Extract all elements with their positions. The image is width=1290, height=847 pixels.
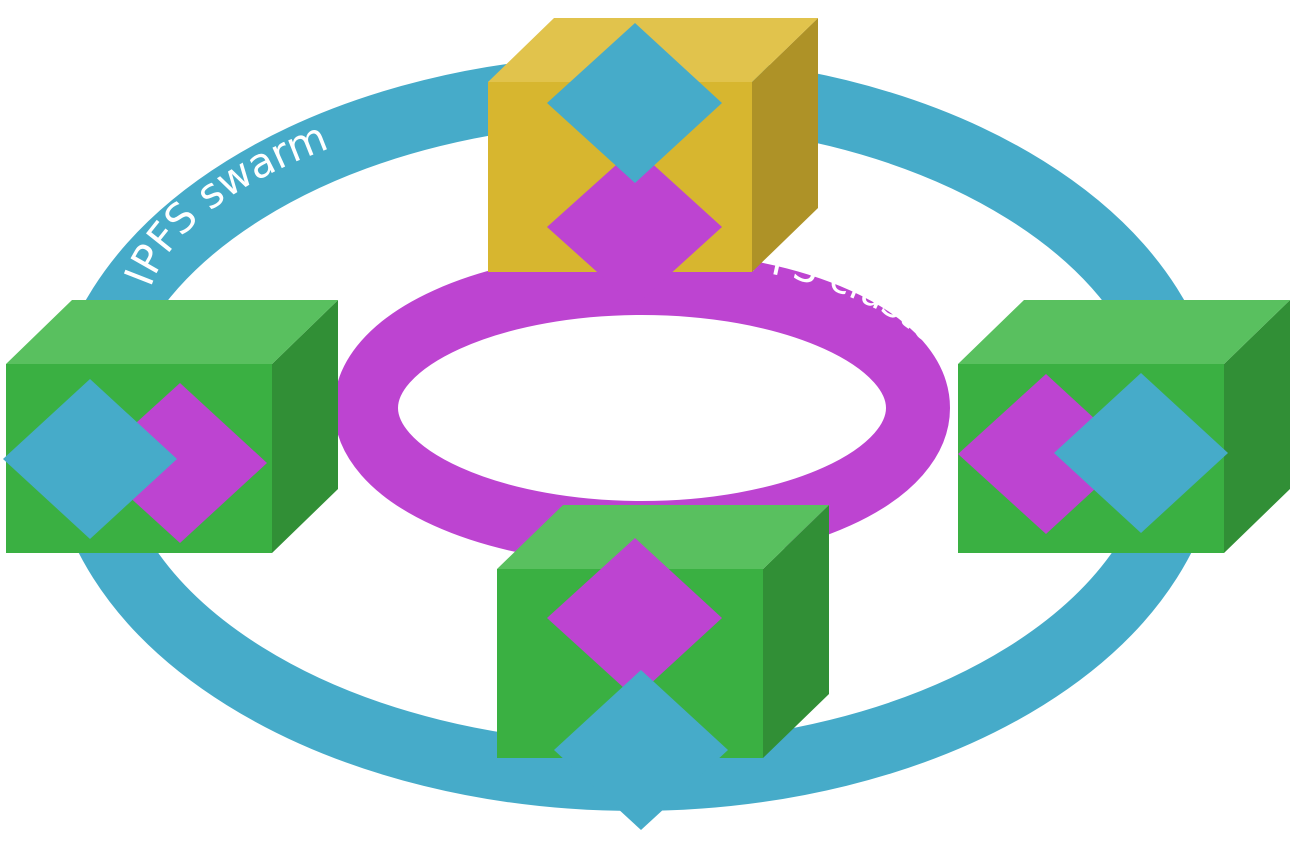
- node-right-top: [958, 300, 1290, 364]
- node-top-side: [752, 18, 818, 272]
- node-left-cluster-diamond: [92, 383, 267, 543]
- node-bottom-cluster-diamond: [547, 538, 722, 698]
- node-left-side: [272, 300, 338, 553]
- node-bottom-top: [497, 505, 829, 569]
- node-left-top: [6, 300, 338, 364]
- swarm-label: IPFS swarm: [115, 113, 334, 292]
- node-top-swarm-diamond: [547, 23, 722, 183]
- node-bottom: [497, 505, 829, 830]
- node-left-swarm-diamond: [3, 379, 177, 539]
- node-top: [488, 18, 818, 306]
- node-left: [3, 300, 338, 553]
- node-right-swarm-diamond: [1054, 373, 1228, 533]
- node-bottom-swarm-diamond: [554, 670, 728, 830]
- node-bottom-side: [763, 505, 829, 758]
- cluster-ring: [334, 251, 950, 565]
- node-right-cluster-diamond: [958, 374, 1133, 534]
- node-top-cluster-diamond: [547, 148, 722, 306]
- node-right-side: [1224, 300, 1290, 553]
- node-right: [958, 300, 1290, 553]
